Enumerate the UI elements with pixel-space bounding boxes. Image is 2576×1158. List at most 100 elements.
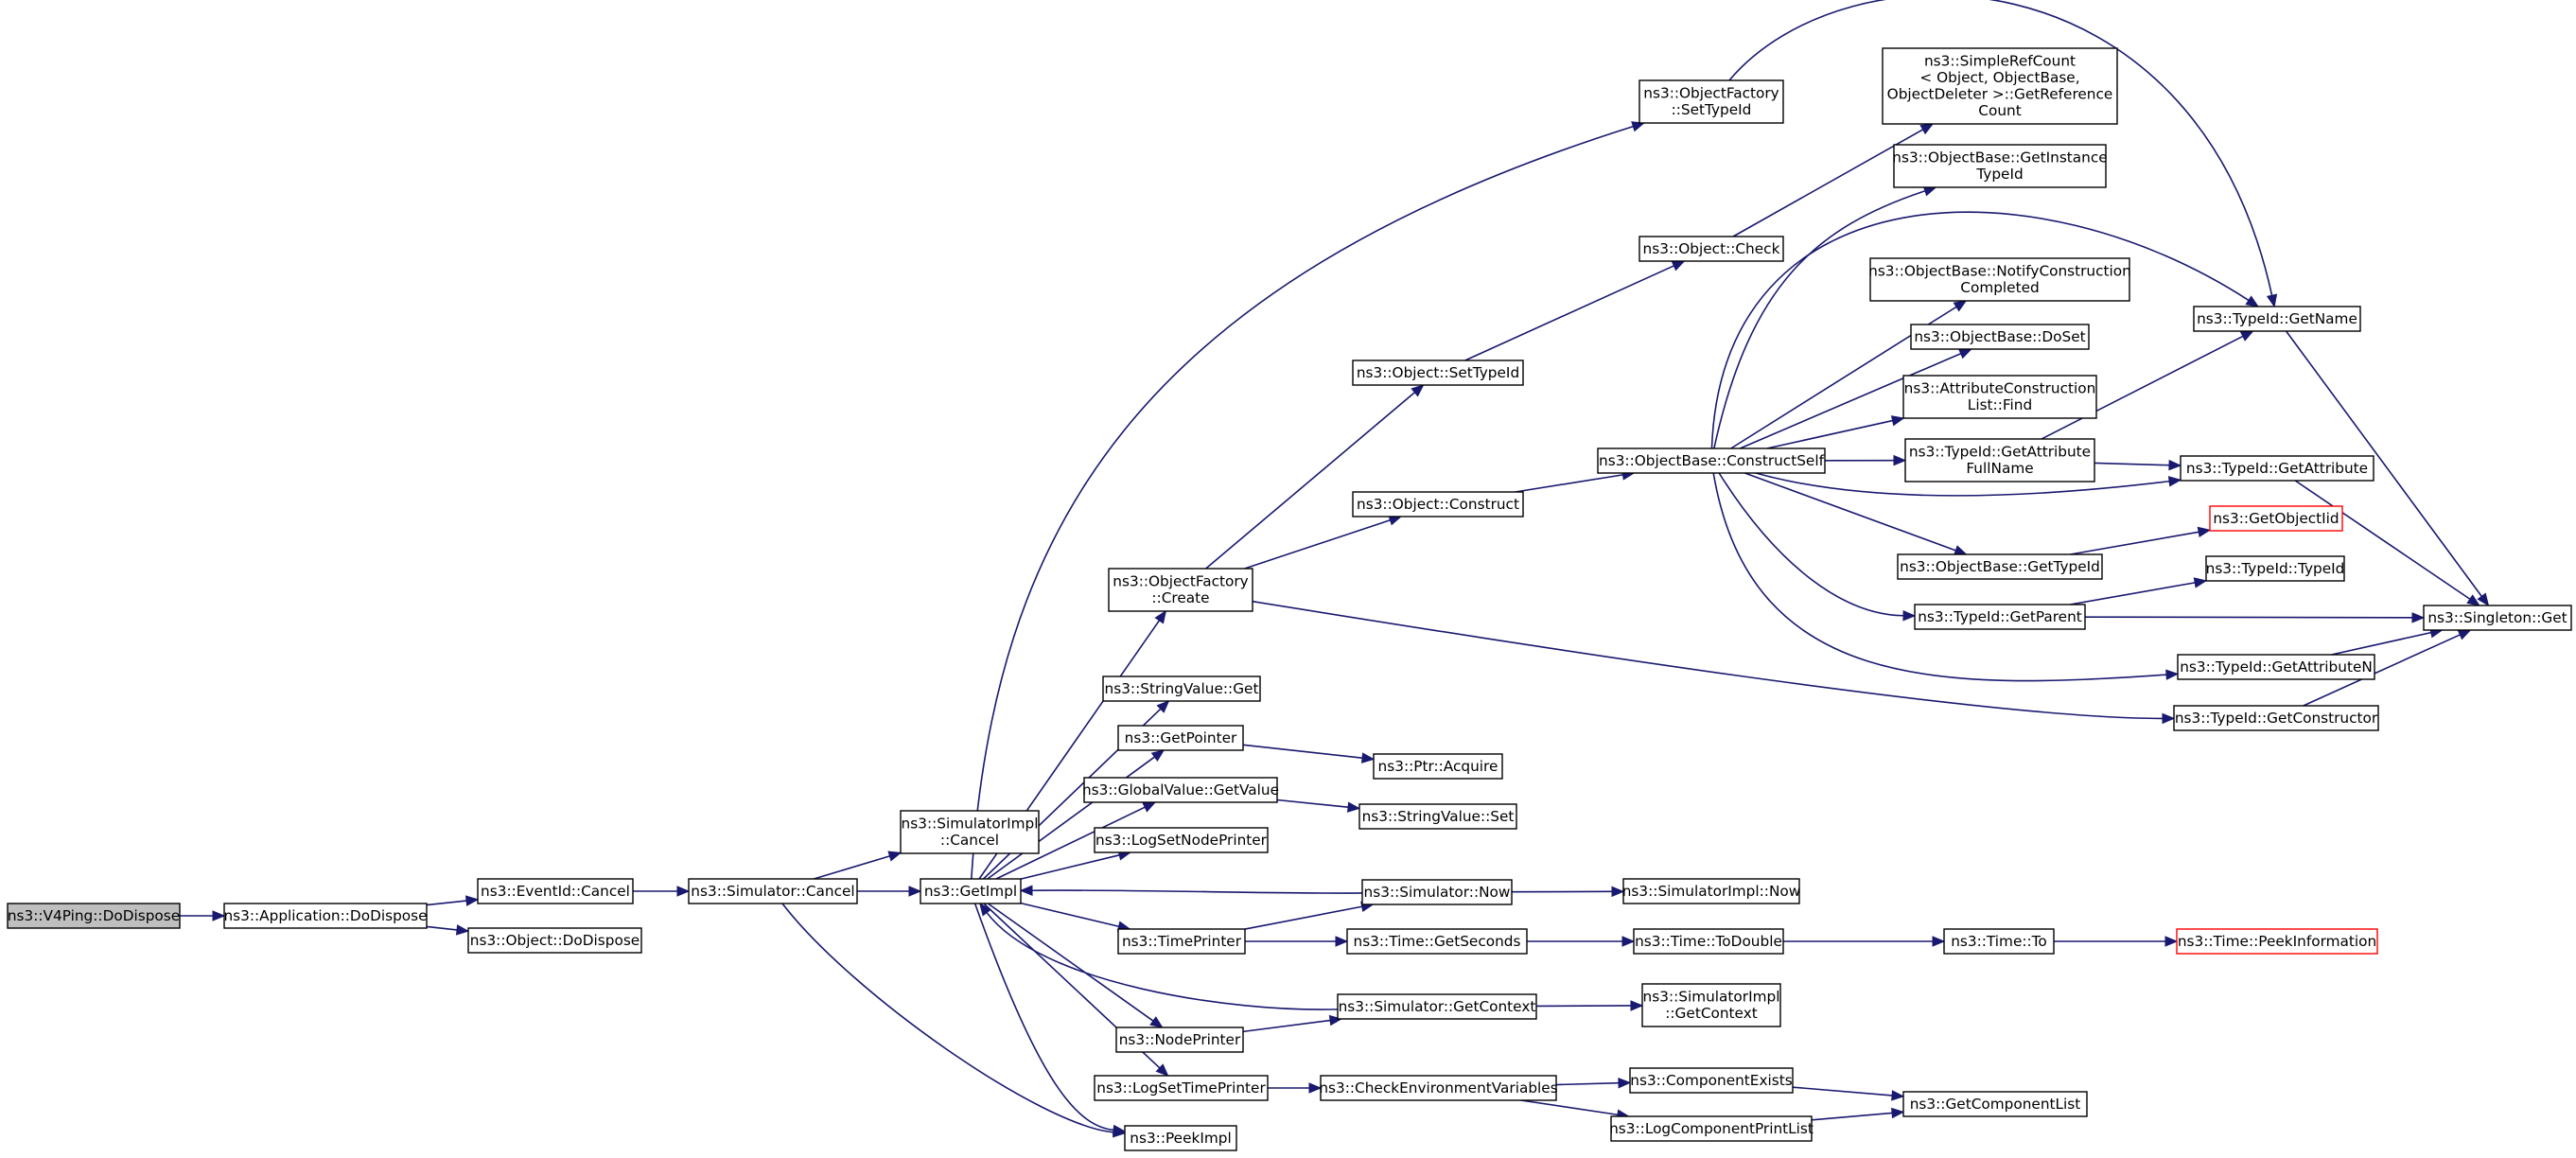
node-label: ns3::TypeId::GetAttributeN [2180, 658, 2373, 676]
node-objfactory_settypeid[interactable]: ns3::ObjectFactory::SetTypeId [1638, 79, 1784, 124]
node-logsetnodeprinter[interactable]: ns3::LogSetNodePrinter [1094, 827, 1269, 853]
node-object_construct[interactable]: ns3::Object::Construct [1352, 491, 1524, 518]
node-box [467, 927, 642, 954]
node-typeid_getparent[interactable]: ns3::TypeId::GetParent [1914, 604, 2086, 630]
node-label: ns3::CheckEnvironmentVariables [1319, 1079, 1557, 1097]
edge-globalvalue_getvalue-to-stringvalue_set [1276, 798, 1361, 813]
node-sim_cancel[interactable]: ns3::Simulator::Cancel [688, 878, 858, 904]
node-box [1094, 827, 1269, 853]
node-label: ns3::TypeId::GetParent [1918, 608, 2082, 625]
node-v4ping_dispose[interactable]: ns3::V4Ping::DoDispose [7, 903, 181, 929]
node-time_peekinformation[interactable]: ns3::Time::PeekInformation [2176, 928, 2378, 955]
node-box [2177, 654, 2375, 680]
node-simplerefcount[interactable]: ns3::SimpleRefCount< Object, ObjectBase,… [1882, 47, 2118, 125]
node-box [900, 810, 1040, 854]
node-label: ns3::SimulatorImpl [1643, 989, 1780, 1006]
edge-objfactory_create-to-object_construct [1244, 515, 1403, 570]
node-sim_getcontext[interactable]: ns3::Simulator::GetContext [1337, 993, 1537, 1020]
node-componentexists[interactable]: ns3::ComponentExists [1629, 1067, 1794, 1094]
node-label: ns3::TypeId::GetConstructor [2175, 710, 2378, 727]
node-getcomponentlist[interactable]: ns3::GetComponentList [1902, 1091, 2088, 1117]
edge-objbase_gettypeid-to-getobjectiid [2070, 526, 2212, 555]
node-logsettimeprinter[interactable]: ns3::LogSetTimePrinter [1094, 1075, 1269, 1101]
node-typeid_getconstructor[interactable]: ns3::TypeId::GetConstructor [2173, 705, 2379, 731]
node-box [1102, 676, 1261, 702]
node-simimpl_getcontext[interactable]: ns3::SimulatorImpl::GetContext [1641, 983, 1781, 1027]
node-label: ns3::SimpleRefCount [1924, 53, 2076, 70]
node-time_getseconds[interactable]: ns3::Time::GetSeconds [1346, 928, 1528, 955]
node-stringvalue_set[interactable]: ns3::StringValue::Set [1358, 803, 1517, 830]
node-box [1352, 491, 1524, 518]
node-box [223, 903, 428, 929]
node-object_settypeid[interactable]: ns3::Object::SetTypeId [1352, 360, 1524, 386]
node-typeid_typeid[interactable]: ns3::TypeId::TypeId [2205, 555, 2345, 582]
edge-v4ping_dispose-to-app_dispose [180, 910, 226, 921]
node-label: ns3::TypeId::GetAttribute [2186, 460, 2368, 477]
node-getimpl[interactable]: ns3::GetImpl [920, 878, 1022, 904]
edge-sim_cancel-to-peekimpl [781, 903, 1127, 1138]
edge-sim_getcontext-to-simimpl_getcontext [1535, 1000, 1644, 1011]
node-box [1869, 257, 2130, 302]
node-label: ns3::Time::To [1951, 933, 2047, 950]
node-nodeprinter[interactable]: ns3::NodePrinter [1115, 1026, 1244, 1053]
node-singleton_get[interactable]: ns3::Singleton::Get [2423, 605, 2572, 631]
node-objbase_gettypeid[interactable]: ns3::ObjectBase::GetTypeId [1897, 553, 2103, 580]
node-objbase_notify[interactable]: ns3::ObjectBase::NotifyConstructionCompl… [1868, 257, 2131, 302]
edge-objbase_constructself-to-objbase_notify [1730, 300, 1968, 449]
node-label: ns3::Object::Check [1643, 240, 1780, 257]
node-getobjectiid[interactable]: ns3::GetObjectIid [2209, 505, 2343, 532]
node-objfactory_create[interactable]: ns3::ObjectFactory::Create [1108, 568, 1253, 612]
edge-timeprinter-to-time_getseconds [1245, 936, 1349, 947]
nodes-layer: ns3::V4Ping::DoDispose ns3::Application::… [7, 47, 2572, 1151]
node-typeid_getattributen[interactable]: ns3::TypeId::GetAttributeN [2177, 654, 2375, 680]
node-checkenvvars[interactable]: ns3::CheckEnvironmentVariables [1319, 1075, 1558, 1101]
node-box [920, 878, 1022, 904]
node-label: Completed [1960, 279, 2039, 296]
node-label: ns3::Object::Construct [1357, 496, 1519, 513]
node-logcomponentprintlist[interactable]: ns3::LogComponentPrintList [1609, 1115, 1814, 1142]
node-typeid_getname[interactable]: ns3::TypeId::GetName [2193, 306, 2361, 332]
node-sim_now[interactable]: ns3::Simulator::Now [1361, 879, 1513, 905]
node-box [7, 903, 181, 929]
edge-typeid_getname-to-singleton_get [2285, 330, 2490, 607]
node-label: ns3::Object::SetTypeId [1357, 364, 1519, 381]
node-timeprinter[interactable]: ns3::TimePrinter [1117, 928, 1246, 955]
node-app_dispose[interactable]: ns3::Application::DoDispose [223, 903, 428, 929]
node-object_check[interactable]: ns3::Object::Check [1638, 236, 1784, 262]
node-objbase_doset[interactable]: ns3::ObjectBase::DoSet [1910, 324, 2090, 350]
node-simimpl_now[interactable]: ns3::SimulatorImpl::Now [1622, 878, 1801, 904]
node-ptr_acquire[interactable]: ns3::Ptr::Acquire [1373, 753, 1503, 780]
node-label: ns3::Time::GetSeconds [1354, 933, 1521, 950]
node-simimpl_cancel[interactable]: ns3::SimulatorImpl::Cancel [900, 810, 1040, 854]
node-box [1904, 438, 2095, 482]
node-time_to[interactable]: ns3::Time::To [1943, 928, 2055, 955]
node-eventid_cancel[interactable]: ns3::EventId::Cancel [477, 878, 634, 904]
node-globalvalue_getvalue[interactable]: ns3::GlobalValue::GetValue [1082, 777, 1279, 803]
node-box [1108, 568, 1253, 612]
node-peekimpl[interactable]: ns3::PeekImpl [1124, 1125, 1237, 1151]
edge-typeid_getattribute-to-singleton_get [2294, 480, 2480, 606]
edge-sim_getcontext-to-getimpl [979, 902, 1339, 1010]
edge-sim_cancel-to-getimpl [857, 886, 922, 897]
node-object_dispose[interactable]: ns3::Object::DoDispose [467, 927, 642, 954]
node-box [1124, 1125, 1237, 1151]
node-stringvalue_get[interactable]: ns3::StringValue::Get [1102, 676, 1261, 702]
edge-componentexists-to-getcomponentlist [1792, 1086, 1905, 1101]
edge-typeid_getconstructor-to-singleton_get [2303, 629, 2472, 707]
node-getpointer[interactable]: ns3::GetPointer [1117, 725, 1244, 751]
node-time_todouble[interactable]: ns3::Time::ToDouble [1633, 928, 1784, 955]
edge-objfactory_create-to-object_settypeid [1205, 384, 1425, 570]
node-label: ns3::ObjectFactory [1113, 573, 1248, 590]
node-box [2180, 455, 2374, 482]
node-box [1320, 1075, 1557, 1101]
node-box [1115, 1026, 1244, 1053]
edge-app_dispose-to-object_dispose [426, 924, 470, 936]
node-typeid_getattribute[interactable]: ns3::TypeId::GetAttribute [2180, 455, 2374, 482]
node-box [1117, 725, 1244, 751]
node-label: ns3::V4Ping::DoDispose [8, 907, 180, 924]
node-objbase_constructself[interactable]: ns3::ObjectBase::ConstructSelf [1597, 447, 1826, 474]
